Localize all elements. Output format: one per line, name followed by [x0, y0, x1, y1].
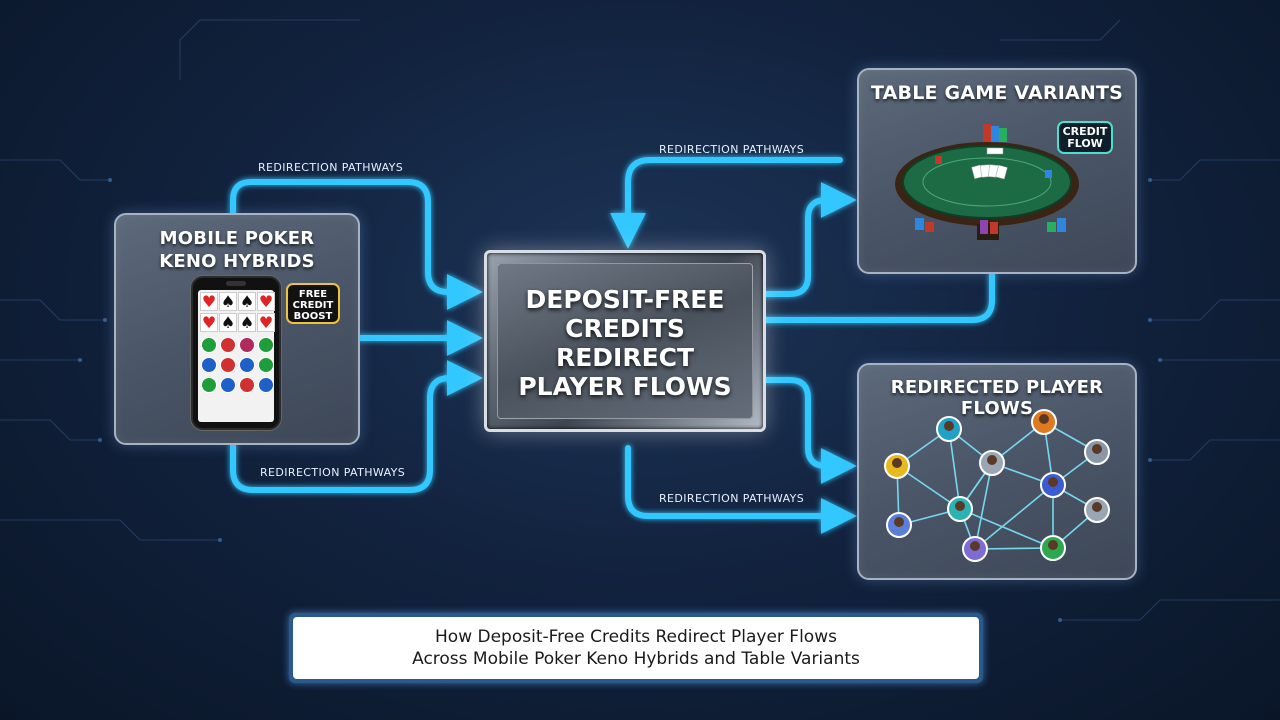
keno-ball-icon: [258, 357, 274, 373]
card-symbol-icon: ♠: [219, 292, 237, 311]
center-node-inner: [497, 263, 753, 419]
keno-ball-icon: [258, 337, 274, 353]
keno-ball-icon: [258, 377, 274, 393]
card-symbol-icon: ♠: [219, 313, 237, 332]
keno-ball-icon: [239, 337, 255, 353]
flow-bottom-loop: [625, 445, 857, 534]
mobile-poker-keno-title: MOBILE POKER KENO HYBRIDS: [159, 228, 315, 272]
credit-flow-badge: CREDIT FLOW: [1057, 121, 1113, 154]
keno-ball-icon: [201, 377, 217, 393]
pathway-label-bottom-left: REDIRECTION PATHWAYS: [260, 466, 406, 479]
redirected-player-flows-title: REDIRECTED PLAYER FLOWS: [890, 377, 1104, 419]
keno-ball-icon: [220, 377, 236, 393]
deposit-free-credits-node: DEPOSIT-FREE CREDITS REDIRECT PLAYER FLO…: [484, 250, 766, 432]
card-symbol-icon: ♥: [200, 292, 218, 311]
player-network-graph: [884, 409, 1110, 562]
keno-ball-icon: [239, 377, 255, 393]
flow-center-to-network-top: [763, 377, 857, 484]
keno-ball-icon: [220, 357, 236, 373]
phone-screen: ♥♠♠♥♥♠♠♥: [198, 290, 275, 422]
card-symbol-icon: ♥: [200, 313, 218, 332]
diagram-caption: How Deposit-Free Credits Redirect Player…: [289, 613, 983, 683]
pathway-label-top-right: REDIRECTION PATHWAYS: [659, 143, 805, 156]
card-symbol-icon: ♠: [238, 292, 256, 311]
flow-left-top: [230, 179, 483, 310]
card-symbol-icon: ♠: [238, 313, 256, 332]
center-node-title: DEPOSIT-FREE CREDITS REDIRECT PLAYER FLO…: [518, 285, 732, 401]
pathway-label-bottom-right: REDIRECTION PATHWAYS: [659, 492, 805, 505]
caption-text: How Deposit-Free Credits Redirect Player…: [293, 617, 979, 679]
free-credit-boost-badge: FREE CREDIT BOOST: [286, 283, 340, 324]
card-symbol-icon: ♥: [257, 292, 275, 311]
keno-ball-icon: [239, 357, 255, 373]
card-symbol-icon: ♥: [257, 313, 275, 332]
phone-notch: [226, 281, 246, 286]
flow-center-right: [763, 271, 995, 323]
keno-ball-icon: [201, 337, 217, 353]
table-game-variants-title: TABLE GAME VARIANTS: [870, 82, 1124, 104]
flow-center-to-table-lower: [763, 182, 857, 297]
flow-top-to-center: [610, 157, 843, 249]
flow-left-bottom: [230, 360, 483, 493]
keno-ball-icon: [201, 357, 217, 373]
keno-ball-icon: [220, 337, 236, 353]
smartphone-icon: ♥♠♠♥♥♠♠♥: [191, 276, 281, 430]
pathway-label-top-left: REDIRECTION PATHWAYS: [258, 161, 404, 174]
poker-table-icon: [895, 124, 1079, 240]
